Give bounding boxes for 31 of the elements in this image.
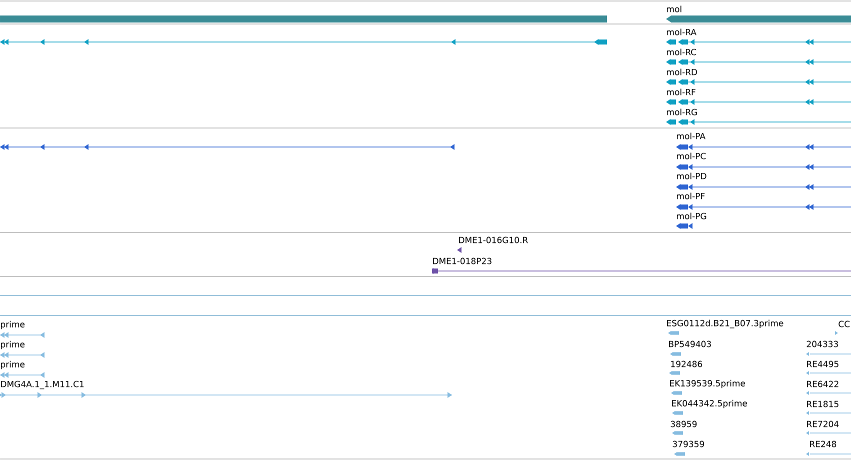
feature-label: mol-RF bbox=[666, 88, 696, 96]
feature-label: RE6422 bbox=[807, 380, 838, 388]
feature-label: EK139539.5prime bbox=[670, 380, 745, 388]
feature-label: 38959 bbox=[670, 420, 697, 428]
feature-label: DME1-016G10.R bbox=[459, 236, 528, 244]
feature-label: mol-PG bbox=[676, 212, 706, 220]
feature-label: mol-PD bbox=[676, 172, 706, 180]
feature-label: BP549403 bbox=[669, 340, 711, 348]
feature-label: DME1-018P23 bbox=[433, 258, 492, 264]
feature-label: mol-PA bbox=[676, 132, 706, 140]
feature-label: mol-RC bbox=[666, 48, 696, 56]
feature-label: 379359 bbox=[672, 440, 704, 448]
feature-label: mol-PF bbox=[676, 192, 705, 200]
feature-label: prime bbox=[0, 360, 25, 370]
feature-label: prime bbox=[0, 340, 25, 350]
feature-label: 204333 bbox=[806, 340, 838, 348]
feature-label: CC bbox=[838, 320, 850, 328]
feature-label: RE1815 bbox=[807, 400, 838, 408]
feature-label: ESG0112d.B21_B07.3prime bbox=[667, 320, 784, 328]
feature-label: prime bbox=[0, 320, 25, 330]
feature-label: RE248 bbox=[810, 440, 836, 448]
feature-label: mol-PC bbox=[676, 152, 706, 160]
feature-label: mol-RG bbox=[666, 108, 697, 116]
feature-label: EK044342.5prime bbox=[672, 400, 747, 408]
feature-label: mol-RA bbox=[666, 28, 696, 36]
feature-label: DMG4A.1_1.M11.C1 bbox=[1, 380, 84, 390]
feature-label: 192486 bbox=[671, 360, 702, 368]
feature-label: mol bbox=[666, 6, 682, 12]
feature-label: RE7204 bbox=[807, 420, 839, 428]
feature-label: RE4495 bbox=[807, 360, 838, 368]
feature-label: mol-RD bbox=[666, 68, 698, 76]
